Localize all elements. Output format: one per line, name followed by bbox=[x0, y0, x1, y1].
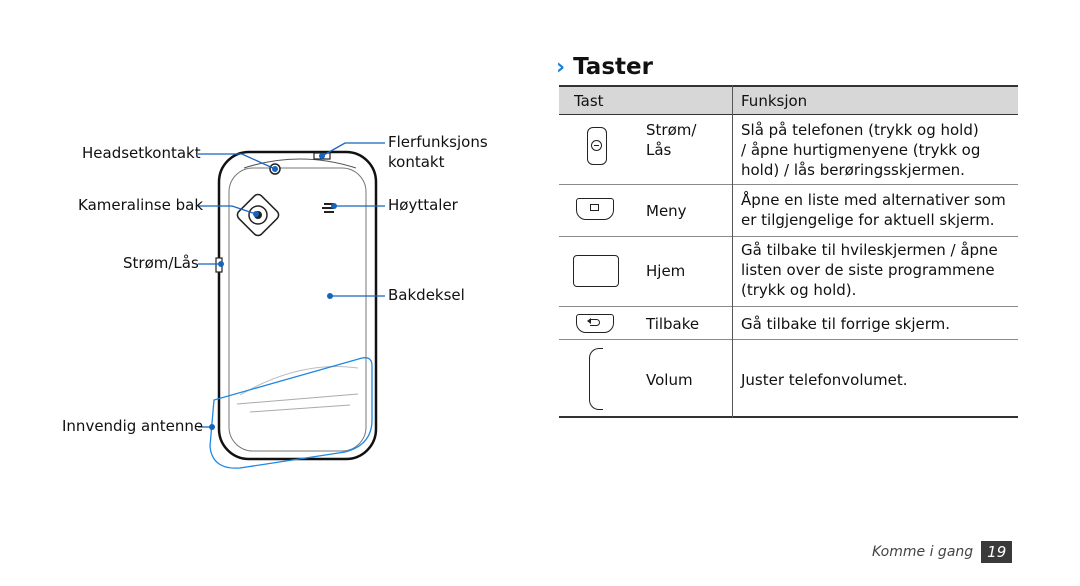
label-speaker: Høyttaler bbox=[388, 196, 458, 214]
header-function: Funksjon bbox=[741, 92, 808, 110]
key-name: Tilbake bbox=[646, 315, 700, 333]
key-description: Åpne en liste med alternativer som er ti… bbox=[741, 191, 1006, 229]
table-row: Tilbake Gå tilbake til forrige skjerm. bbox=[559, 307, 1018, 340]
section-title: Taster bbox=[573, 54, 653, 80]
volume-key-icon bbox=[589, 348, 603, 410]
column-divider bbox=[732, 115, 733, 418]
key-description: Juster telefonvolumet. bbox=[741, 371, 908, 389]
table-header: Tast Funksjon bbox=[559, 85, 1018, 115]
key-description: Slå på telefonen (trykk og hold) / åpne … bbox=[741, 121, 981, 179]
footer-section: Komme i gang bbox=[872, 544, 974, 560]
key-name: Volum bbox=[646, 371, 693, 389]
label-multifunction-1: Flerfunksjons bbox=[388, 133, 488, 151]
label-internal-antenna: Innvendig antenne bbox=[62, 417, 204, 435]
key-name: Meny bbox=[646, 202, 687, 220]
label-power-lock: Strøm/Lås bbox=[123, 254, 199, 272]
key-name: Hjem bbox=[646, 262, 686, 280]
label-back-cover: Bakdeksel bbox=[388, 286, 465, 304]
phone-back-illustration bbox=[198, 142, 385, 469]
key-name: Strøm/ Lås bbox=[646, 121, 697, 159]
label-headset-jack: Headsetkontakt bbox=[82, 144, 201, 162]
key-description: Gå tilbake til forrige skjerm. bbox=[741, 315, 951, 333]
chevron-right-icon: › bbox=[556, 54, 565, 80]
header-key: Tast bbox=[574, 92, 604, 110]
header-divider bbox=[732, 85, 733, 115]
table-row: Hjem Gå tilbake til hvileskjermen / åpne… bbox=[559, 237, 1018, 307]
table-row: Volum Juster telefonvolumet. bbox=[559, 340, 1018, 418]
back-key-icon bbox=[576, 314, 614, 333]
table-row: Strøm/ Lås Slå på telefonen (trykk og ho… bbox=[559, 115, 1018, 185]
page-number: 19 bbox=[981, 541, 1013, 563]
page-footer: Komme i gang 19 bbox=[872, 541, 1013, 563]
menu-key-icon bbox=[576, 198, 614, 220]
key-description: Gå tilbake til hvileskjermen / åpne list… bbox=[741, 241, 998, 299]
power-key-icon bbox=[587, 127, 607, 165]
antenna-area-outline bbox=[209, 357, 373, 469]
table-row: Meny Åpne en liste med alternativer som … bbox=[559, 185, 1018, 237]
section-heading: › Taster bbox=[556, 50, 653, 84]
home-key-icon bbox=[573, 255, 619, 287]
label-multifunction-2: kontakt bbox=[388, 153, 445, 171]
label-rear-camera: Kameralinse bak bbox=[78, 196, 204, 214]
phone-body bbox=[217, 150, 378, 461]
